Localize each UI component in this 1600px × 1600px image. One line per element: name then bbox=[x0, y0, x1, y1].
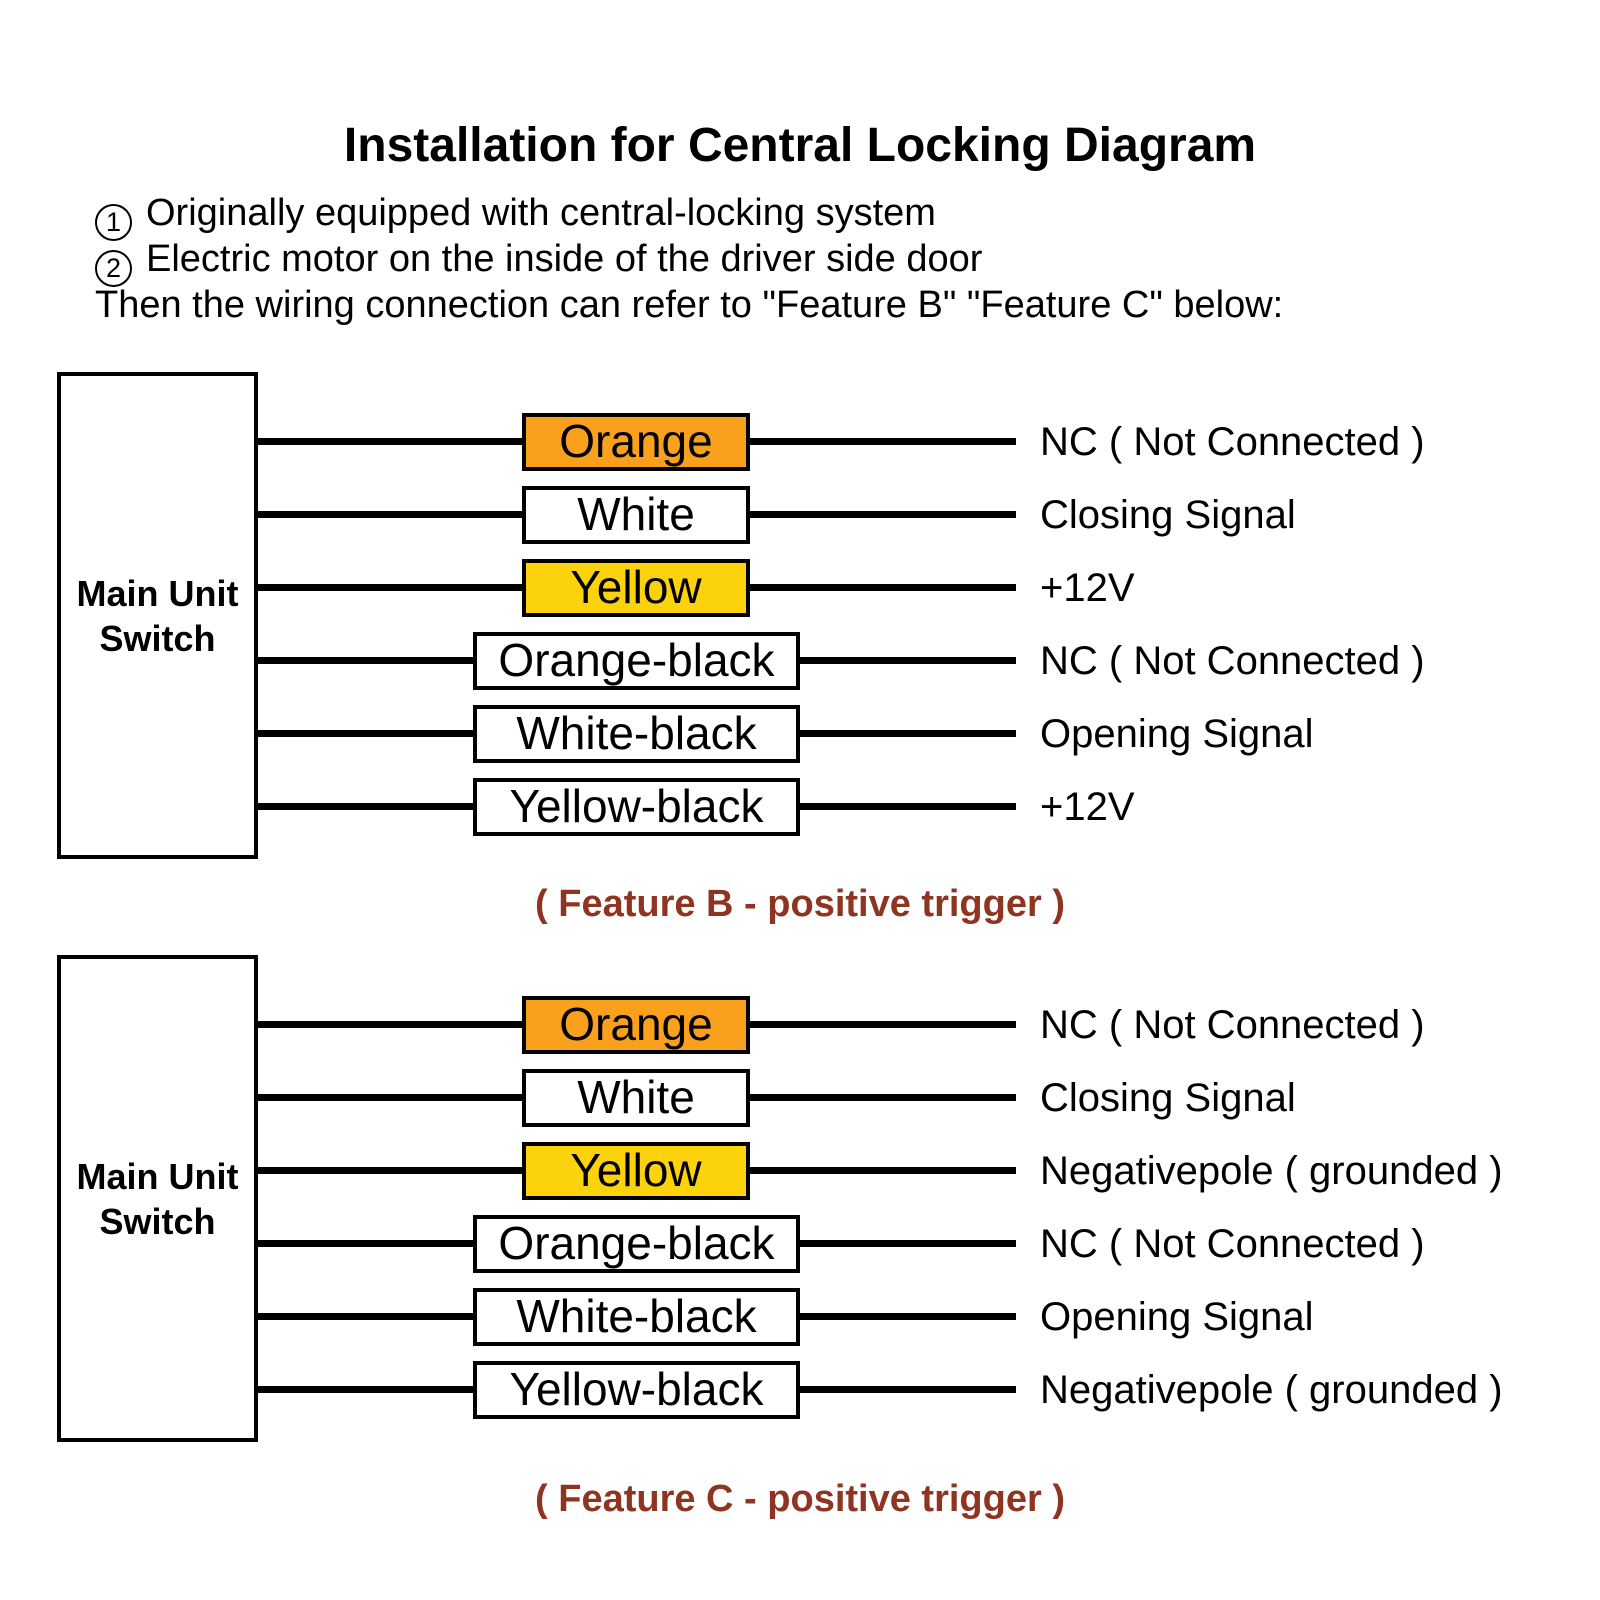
wire-segment-left bbox=[255, 584, 525, 591]
signal-label: NC ( Not Connected ) bbox=[1040, 1003, 1425, 1047]
signal-label: Opening Signal bbox=[1040, 1295, 1314, 1339]
wire-segment-left bbox=[255, 1094, 525, 1101]
wire-color-label: Orange bbox=[522, 413, 750, 471]
wire-segment-left bbox=[255, 438, 525, 445]
wire-row-white-black: White-black Opening Signal bbox=[0, 1288, 1600, 1346]
feature-b-caption: ( Feature B - positive trigger ) bbox=[535, 883, 1065, 925]
note-text-3: Then the wiring connection can refer to … bbox=[95, 284, 1284, 326]
main-unit-switch-box: Main Unit Switch bbox=[57, 955, 258, 1442]
main-unit-label-line2: Switch bbox=[99, 1200, 216, 1242]
wire-row-white: White Closing Signal bbox=[0, 486, 1600, 544]
note-line-2: 2 Electric motor on the inside of the dri… bbox=[95, 236, 1283, 287]
wire-color-label: Yellow-black bbox=[473, 1361, 800, 1419]
wire-row-white-black: White-black Opening Signal bbox=[0, 705, 1600, 763]
signal-label: NC ( Not Connected ) bbox=[1040, 1222, 1425, 1266]
circled-number-2: 2 bbox=[95, 250, 132, 287]
main-unit-label-line1: Main Unit bbox=[76, 572, 239, 614]
wire-row-orange: Orange NC ( Not Connected ) bbox=[0, 996, 1600, 1054]
wire-color-label: Orange-black bbox=[473, 632, 800, 690]
wire-segment-right bbox=[748, 511, 1016, 518]
wire-color-label: White bbox=[522, 1069, 750, 1127]
main-unit-label-line2: Switch bbox=[99, 617, 216, 659]
wire-segment-right bbox=[798, 1240, 1016, 1247]
wire-row-orange-black: Orange-black NC ( Not Connected ) bbox=[0, 1215, 1600, 1273]
notes-block: 1 Originally equipped with central-lockin… bbox=[95, 190, 1283, 328]
signal-label: Negativepole ( grounded ) bbox=[1040, 1368, 1503, 1412]
wire-row-yellow-black: Yellow-black +12V bbox=[0, 778, 1600, 836]
wire-segment-right bbox=[798, 1313, 1016, 1320]
wire-segment-left bbox=[255, 803, 476, 810]
signal-label: NC ( Not Connected ) bbox=[1040, 639, 1425, 683]
wire-segment-left bbox=[255, 1021, 525, 1028]
signal-label: NC ( Not Connected ) bbox=[1040, 420, 1425, 464]
wire-segment-left bbox=[255, 657, 476, 664]
wire-segment-left bbox=[255, 1240, 476, 1247]
signal-label: +12V bbox=[1040, 785, 1135, 829]
wire-segment-right bbox=[748, 1167, 1016, 1174]
circled-number-1: 1 bbox=[95, 204, 132, 241]
wire-segment-left bbox=[255, 1167, 525, 1174]
wire-row-orange: Orange NC ( Not Connected ) bbox=[0, 413, 1600, 471]
wire-segment-left bbox=[255, 730, 476, 737]
wire-segment-right bbox=[748, 1021, 1016, 1028]
wire-color-label: Yellow-black bbox=[473, 778, 800, 836]
wire-segment-right bbox=[798, 657, 1016, 664]
signal-label: Negativepole ( grounded ) bbox=[1040, 1149, 1503, 1193]
wire-segment-right bbox=[798, 730, 1016, 737]
wire-segment-left bbox=[255, 1386, 476, 1393]
wire-color-label: Orange bbox=[522, 996, 750, 1054]
wire-segment-right bbox=[798, 1386, 1016, 1393]
feature-c-caption: ( Feature C - positive trigger ) bbox=[535, 1478, 1065, 1520]
wire-color-label: Orange-black bbox=[473, 1215, 800, 1273]
main-unit-switch-box: Main Unit Switch bbox=[57, 372, 258, 859]
wire-color-label: White-black bbox=[473, 705, 800, 763]
signal-label: Opening Signal bbox=[1040, 712, 1314, 756]
note-line-1: 1 Originally equipped with central-lockin… bbox=[95, 190, 1283, 241]
signal-label: Closing Signal bbox=[1040, 1076, 1296, 1120]
wire-color-label: Yellow bbox=[522, 559, 750, 617]
wire-row-orange-black: Orange-black NC ( Not Connected ) bbox=[0, 632, 1600, 690]
main-unit-label-line1: Main Unit bbox=[76, 1155, 239, 1197]
page-title: Installation for Central Locking Diagram bbox=[343, 119, 1257, 172]
wire-color-label: Yellow bbox=[522, 1142, 750, 1200]
feature-c-diagram: Main Unit Switch Orange NC ( Not Connect… bbox=[0, 955, 1600, 1555]
wire-segment-left bbox=[255, 1313, 476, 1320]
note-text-2: Electric motor on the inside of the driv… bbox=[146, 238, 983, 280]
wire-row-white: White Closing Signal bbox=[0, 1069, 1600, 1127]
wire-segment-right bbox=[748, 584, 1016, 591]
signal-label: Closing Signal bbox=[1040, 493, 1296, 537]
wire-color-label: White bbox=[522, 486, 750, 544]
wire-row-yellow-black: Yellow-black Negativepole ( grounded ) bbox=[0, 1361, 1600, 1419]
wire-segment-right bbox=[748, 1094, 1016, 1101]
note-text-1: Originally equipped with central-locking… bbox=[146, 192, 936, 234]
wire-segment-left bbox=[255, 511, 525, 518]
wire-color-label: White-black bbox=[473, 1288, 800, 1346]
signal-label: +12V bbox=[1040, 566, 1135, 610]
wire-row-yellow: Yellow +12V bbox=[0, 559, 1600, 617]
wire-segment-right bbox=[748, 438, 1016, 445]
note-line-3: Then the wiring connection can refer to … bbox=[95, 282, 1283, 328]
feature-b-diagram: Main Unit Switch Orange NC ( Not Connect… bbox=[0, 372, 1600, 972]
wire-segment-right bbox=[798, 803, 1016, 810]
wire-row-yellow: Yellow Negativepole ( grounded ) bbox=[0, 1142, 1600, 1200]
